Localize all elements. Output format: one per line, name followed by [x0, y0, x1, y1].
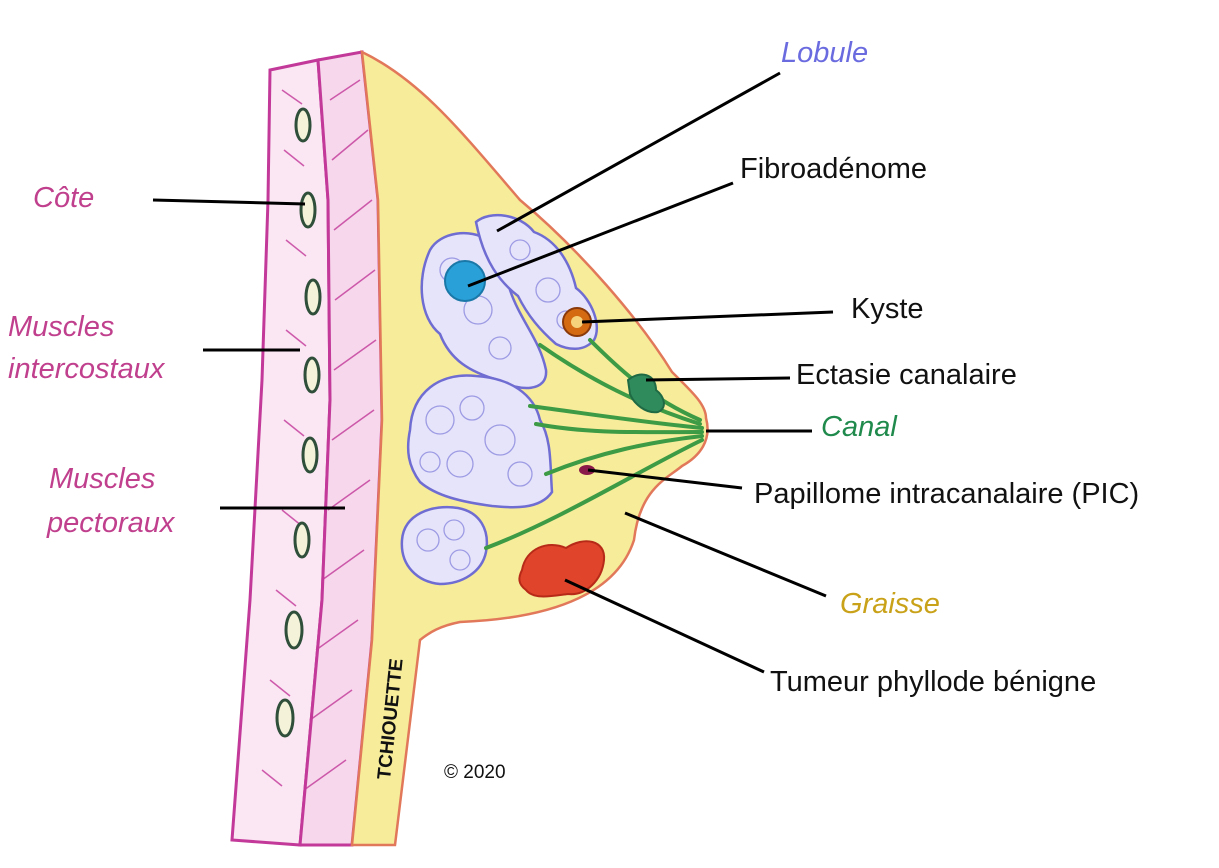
rib-2 — [299, 191, 317, 229]
leader-papillome — [587, 468, 743, 490]
duct-2 — [528, 404, 704, 430]
leader-lobule — [496, 71, 781, 233]
rib-8 — [275, 698, 295, 738]
leader-fibroadenome — [467, 181, 734, 288]
label-muscles-intercostaux-line2: intercostaux — [8, 353, 165, 385]
label-muscles-pectoraux-line1: Muscles — [49, 463, 156, 495]
rib-5 — [301, 436, 319, 474]
label-muscles-pectoraux-line2: pectoraux — [47, 507, 175, 539]
rib-4 — [303, 356, 321, 394]
label-graisse: Graisse — [840, 588, 940, 620]
rib-6 — [293, 521, 311, 559]
rib-7 — [284, 610, 304, 650]
label-tumeur-phyllode: Tumeur phyllode bénigne — [770, 666, 1097, 698]
rib-1 — [294, 107, 312, 143]
leader-ectasie — [645, 376, 791, 382]
label-lobule: Lobule — [781, 37, 869, 69]
duct-5 — [484, 438, 704, 550]
leader-cote — [152, 198, 306, 206]
label-kyste: Kyste — [851, 293, 924, 325]
leader-graisse — [624, 511, 827, 598]
label-fibroadenome: Fibroadénome — [740, 153, 927, 185]
label-ectasie-canalaire: Ectasie canalaire — [796, 359, 1017, 391]
chest-wall — [230, 50, 384, 847]
duct-3 — [534, 422, 704, 435]
label-muscles-intercostaux-line1: Muscles — [8, 311, 115, 343]
rib-3 — [304, 278, 322, 316]
leader-tumeur — [564, 578, 765, 674]
ribs — [275, 107, 322, 738]
duct-1 — [538, 343, 702, 426]
leader-kyste — [581, 310, 834, 324]
lobule-lower — [400, 505, 489, 586]
ducts — [484, 338, 704, 550]
label-cote: Côte — [33, 182, 95, 214]
ectasia-bulge — [626, 373, 665, 414]
label-papillome: Papillome intracanalaire (PIC) — [754, 478, 1140, 510]
muscle-fibers — [261, 79, 377, 791]
lobule-middle — [406, 374, 554, 509]
copyright: © 2020 — [444, 762, 506, 783]
cyst — [562, 307, 592, 337]
duct-4 — [544, 434, 704, 476]
papilloma-mass — [579, 465, 595, 475]
leader-lines — [152, 71, 834, 674]
phyllodes-tumor-mass — [518, 540, 606, 598]
label-canal: Canal — [821, 411, 897, 443]
